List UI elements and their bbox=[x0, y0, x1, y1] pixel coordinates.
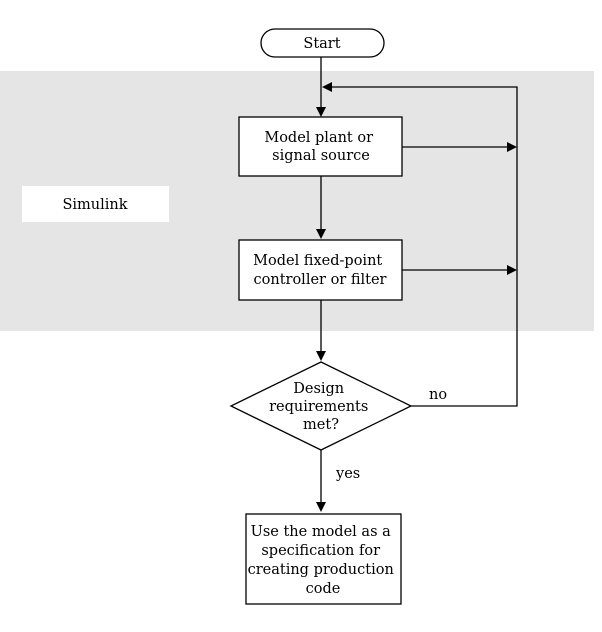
use-model-line-3: creating production bbox=[248, 562, 394, 578]
decision-line-1: Design bbox=[293, 381, 344, 397]
simulink-label-box bbox=[22, 186, 169, 222]
start-node bbox=[260, 28, 385, 58]
arrowhead-controller-feedback bbox=[507, 265, 517, 275]
use-model-label: Use the model as a specification for cre… bbox=[248, 524, 399, 597]
decision-line-3: met? bbox=[303, 417, 339, 433]
decision-line-2: requirements bbox=[269, 399, 368, 415]
model-controller-line-2: controller or filter bbox=[254, 272, 387, 288]
model-plant-line-1: Model plant or bbox=[264, 130, 373, 146]
model-plant-label: Model plant or signal source bbox=[264, 130, 377, 164]
model-plant-line-2: signal source bbox=[272, 148, 370, 164]
simulink-label: Simulink bbox=[62, 197, 127, 213]
arrowhead-plant-in bbox=[316, 107, 326, 117]
model-plant-box bbox=[238, 116, 403, 177]
arrowhead-use-model-in bbox=[316, 502, 326, 512]
model-controller-box bbox=[238, 239, 403, 301]
model-controller-label: Model fixed-point controller or filter bbox=[253, 253, 387, 288]
decision-label: Design requirements met? bbox=[269, 381, 373, 433]
arrowhead-feedback-return bbox=[322, 82, 332, 92]
use-model-box bbox=[245, 513, 402, 605]
arrowhead-plant-feedback bbox=[507, 142, 517, 152]
use-model-line-4: code bbox=[306, 581, 341, 597]
start-label: Start bbox=[303, 36, 340, 52]
yes-label: yes bbox=[335, 466, 360, 482]
arrowhead-decision-in bbox=[316, 351, 326, 361]
no-label: no bbox=[429, 387, 447, 403]
model-controller-line-1: Model fixed-point bbox=[253, 253, 382, 269]
arrowhead-controller-in bbox=[316, 229, 326, 239]
edge-no-feedback-loop bbox=[331, 86, 518, 407]
use-model-line-2: specification for bbox=[261, 543, 380, 559]
use-model-line-1: Use the model as a bbox=[251, 524, 391, 540]
